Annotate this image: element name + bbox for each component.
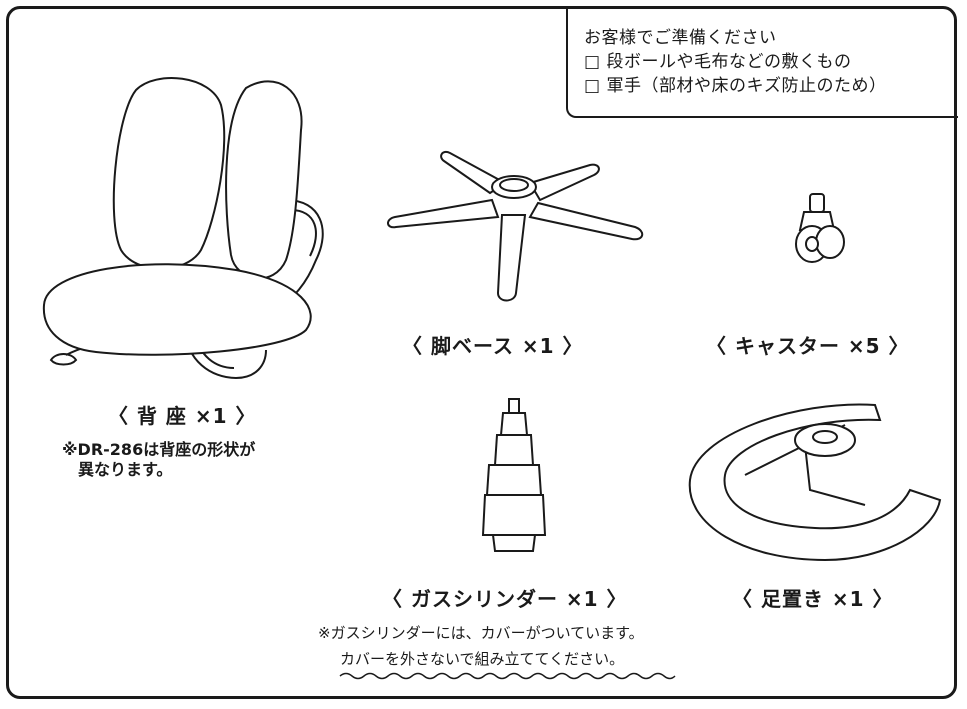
cylinder-note-line2: カバーを外さないで組み立ててください。	[340, 650, 625, 668]
base-illustration	[380, 145, 650, 315]
caster-illustration	[790, 190, 850, 270]
cylinder-note-line1: ※ガスシリンダーには、カバーがついています。	[318, 624, 644, 642]
footrest-label: 〈 足置き ×1 〉	[732, 587, 894, 611]
gas-cylinder-illustration	[475, 395, 555, 555]
seat-back-illustration	[36, 60, 336, 390]
wavy-underline	[340, 671, 675, 681]
gas-cylinder-label: 〈 ガスシリンダー ×1 〉	[382, 587, 628, 611]
footrest-illustration	[685, 395, 945, 565]
base-label: 〈 脚ベース ×1 〉	[402, 334, 584, 358]
parts-list-frame	[6, 6, 957, 699]
preparation-item: □ 軍手（部材や床のキズ防止のため）	[584, 76, 887, 96]
preparation-box: お客様でご準備ください □ 段ボールや毛布などの敷くもの □ 軍手（部材や床のキ…	[566, 6, 958, 118]
preparation-title: お客様でご準備ください	[584, 28, 777, 48]
caster-label: 〈 キャスター ×5 〉	[706, 334, 910, 358]
seat-back-note-line2: 異なります。	[78, 460, 173, 479]
seat-back-label: 〈 背 座 ×1 〉	[108, 404, 257, 428]
seat-back-note-line1: ※DR-286は背座の形状が	[62, 440, 256, 459]
preparation-item: □ 段ボールや毛布などの敷くもの	[584, 52, 852, 72]
